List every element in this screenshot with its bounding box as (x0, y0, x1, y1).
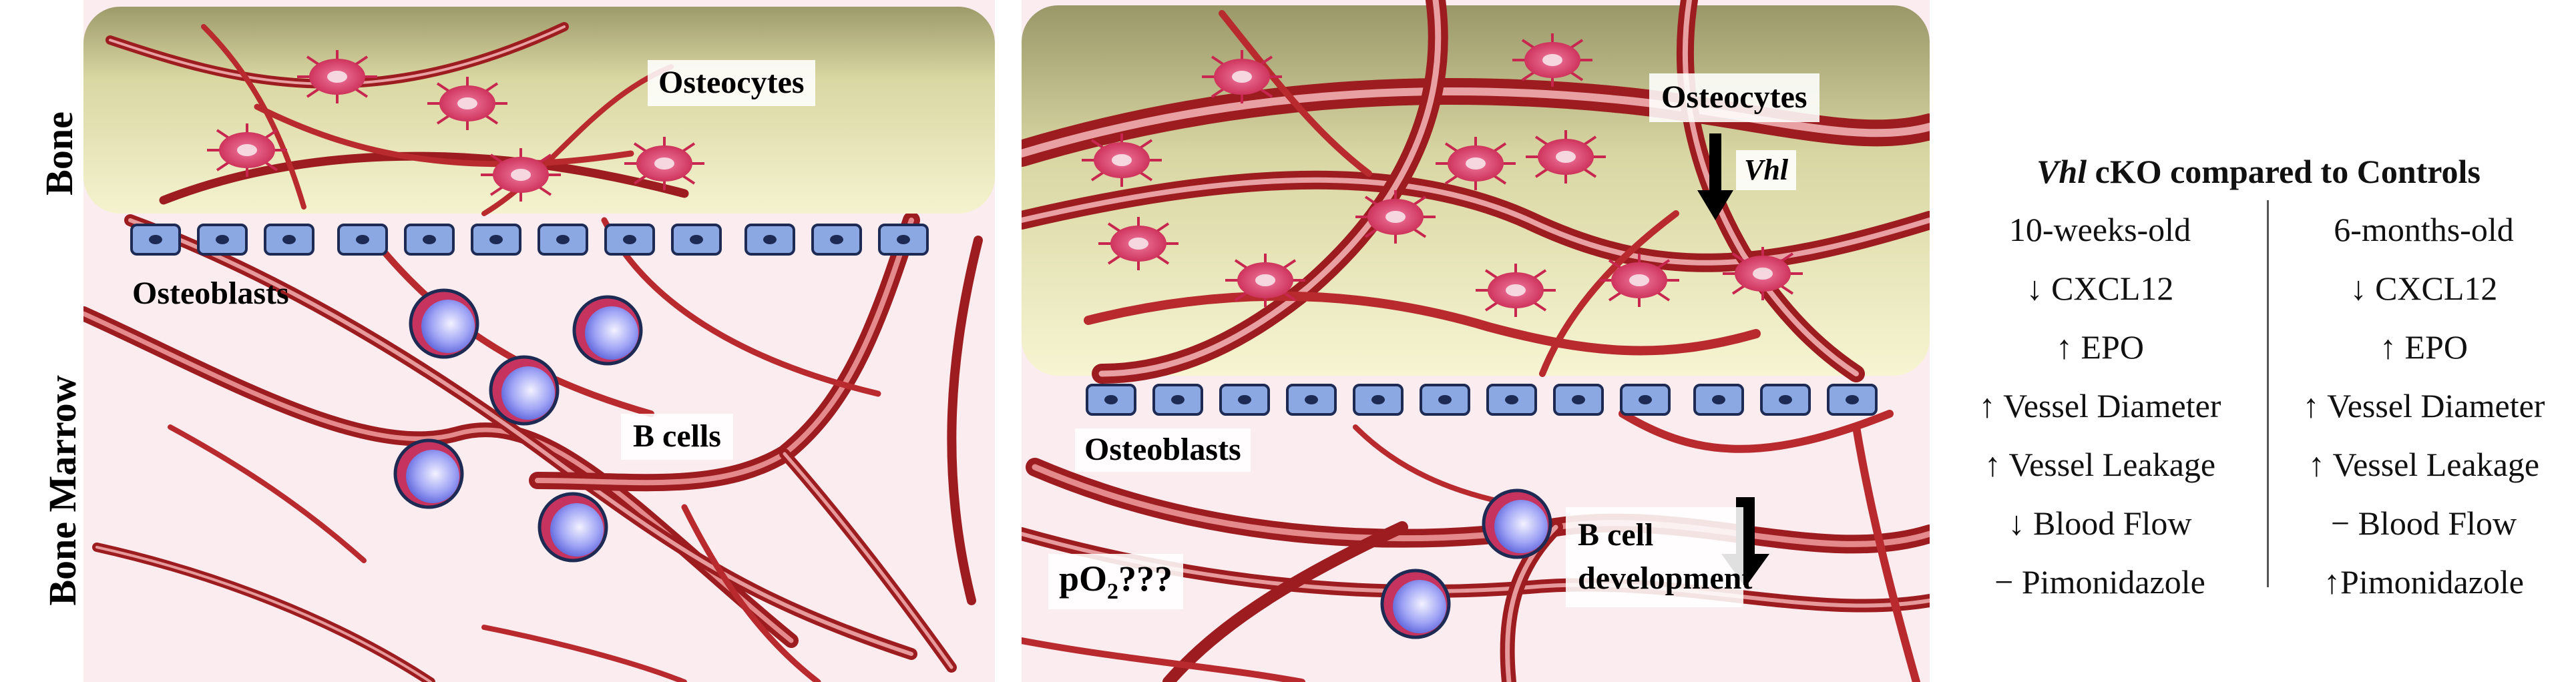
result-epo: ↑ EPO (2380, 328, 2468, 366)
bone-side-label: Bone (37, 111, 81, 196)
osteocyte-cells (207, 50, 704, 202)
b-cells (393, 288, 643, 563)
result-epo: ↑ EPO (2056, 328, 2144, 366)
column-divider (2267, 200, 2269, 587)
vhl-label: Vhl (1736, 150, 1797, 191)
result-vessel-diameter: ↑ Vessel Diameter (2302, 387, 2545, 424)
marrow-vessels (83, 212, 983, 682)
left-panel-illustration (83, 0, 995, 682)
right-osteocytes-label: Osteocytes (1649, 73, 1819, 122)
right-osteoblasts-label: Osteoblasts (1075, 428, 1251, 472)
bone-vessels (105, 22, 689, 216)
po2-label: pO2??? (1048, 554, 1184, 610)
result-vessel-diameter: ↑ Vessel Diameter (1978, 387, 2221, 424)
result-vessel-leakage: ↑ Vessel Leakage (2308, 446, 2540, 483)
result-pimonidazole: ↑Pimonidazole (2324, 563, 2524, 601)
summary-title: Vhl cKO compared to Controls (2036, 153, 2481, 190)
column-header: 6-months-old (2334, 211, 2514, 248)
result-blood-flow: ↓ Blood Flow (2008, 504, 2192, 542)
b-cells-label: B cells (621, 414, 733, 460)
vhl-down-arrow (1697, 133, 1733, 220)
summary-table: Vhl cKO compared to Controls 10-weeks-ol… (1943, 140, 2574, 607)
result-vessel-leakage: ↑ Vessel Leakage (1984, 446, 2216, 483)
bone-marrow-side-label: Bone Marrow (41, 375, 84, 606)
right-panel: Osteocytes Vhl Osteoblasts pO2??? B cell… (1022, 0, 1930, 682)
osteoblasts-label: Osteoblasts (132, 276, 289, 311)
b-cell-development-label: B cell development (1566, 507, 1752, 607)
result-blood-flow: − Blood Flow (2330, 504, 2517, 542)
left-panel: Osteocytes Osteoblasts B cells (83, 0, 995, 682)
osteocytes-label: Osteocytes (648, 60, 815, 106)
result-cxcl12: ↓ CXCL12 (2350, 270, 2498, 307)
result-cxcl12: ↓ CXCL12 (2026, 270, 2174, 307)
right-b-cells (1380, 488, 1552, 639)
column-header: 10-weeks-old (2008, 211, 2191, 248)
right-osteocyte-cells (1082, 33, 1803, 317)
summary-column-6-months: 6-months-old ↓ CXCL12 ↑ EPO ↑ Vessel Dia… (2267, 200, 2576, 611)
result-pimonidazole: − Pimonidazole (1994, 563, 2205, 601)
summary-column-10-weeks: 10-weeks-old ↓ CXCL12 ↑ EPO ↑ Vessel Dia… (1943, 200, 2257, 611)
